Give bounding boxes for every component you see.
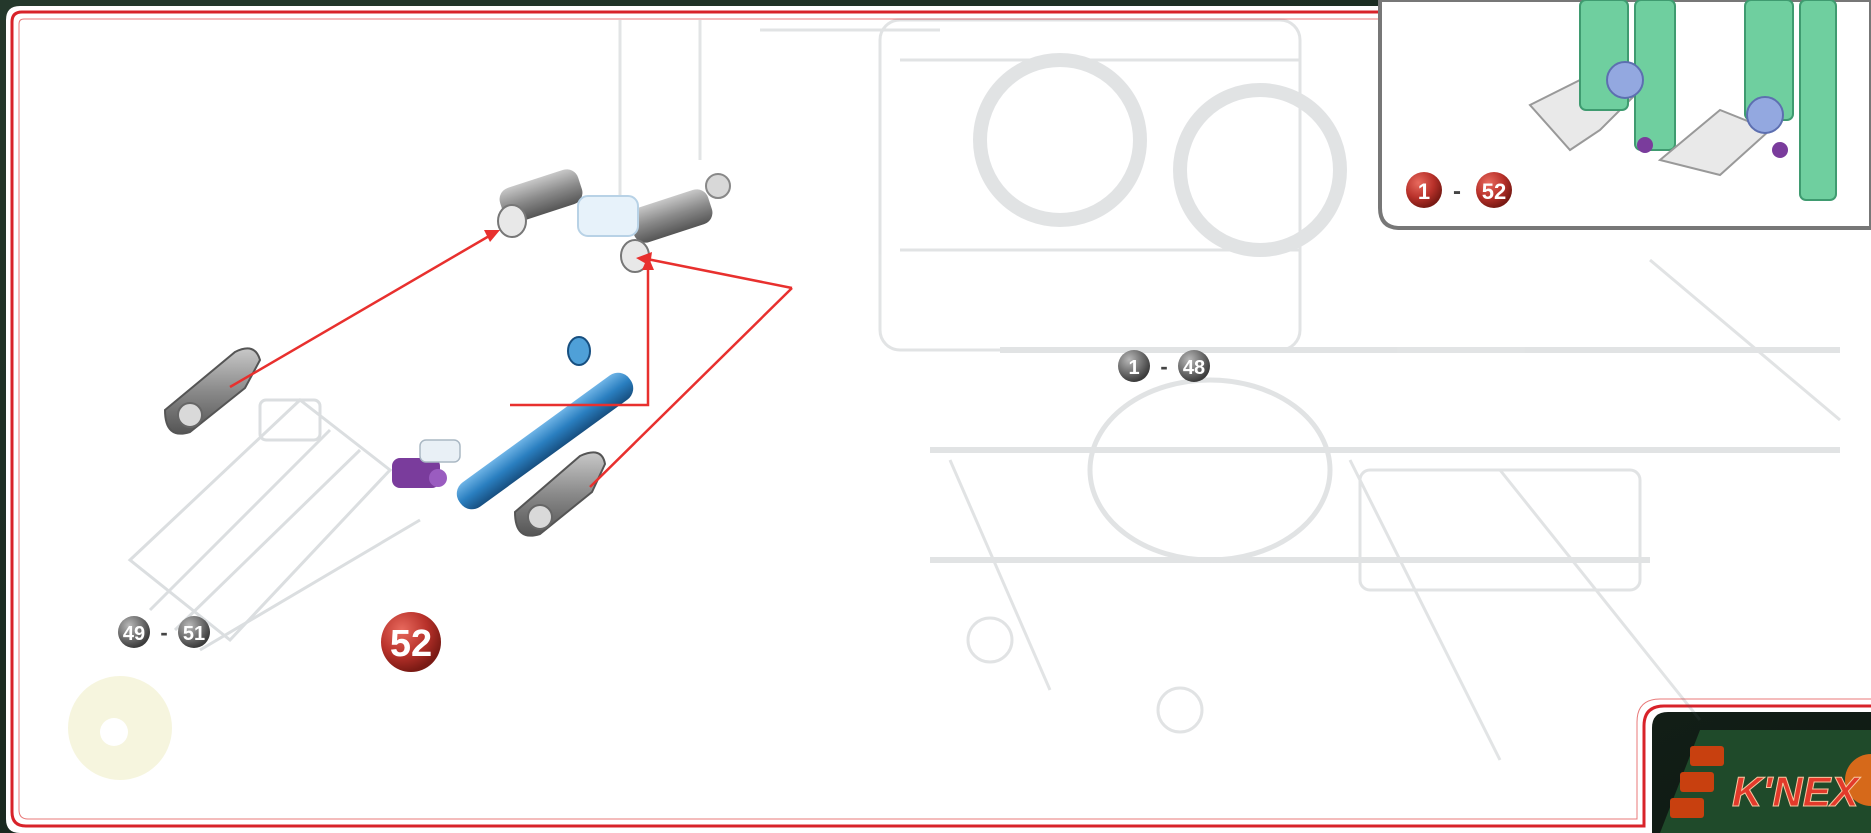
step-number: 52 [390, 623, 432, 665]
inset-panel: 1 - 52 [1380, 0, 1871, 228]
range-1-label: 1 [1418, 179, 1430, 204]
yellow-wheel-hub [100, 718, 128, 746]
range-badge-previous-steps: 1 - 48 [1118, 350, 1210, 382]
range-51-label: 51 [183, 623, 205, 645]
white-hinge-part [578, 196, 638, 236]
range-52-label: 52 [1482, 179, 1506, 204]
step-number-badge: 52 [381, 612, 441, 672]
range-badge-sub-steps: 49 - 51 [118, 616, 210, 648]
range-48-label: 48 [1183, 357, 1205, 379]
range-badge-inset-steps: 1 - 52 [1406, 172, 1512, 208]
range-separator: - [1160, 354, 1167, 379]
range-separator: - [1453, 178, 1461, 205]
range-49-label: 49 [123, 623, 145, 645]
range-separator: - [160, 620, 167, 645]
brand-wordmark: K'NEX [1732, 768, 1862, 815]
range-1-label: 1 [1128, 357, 1139, 379]
